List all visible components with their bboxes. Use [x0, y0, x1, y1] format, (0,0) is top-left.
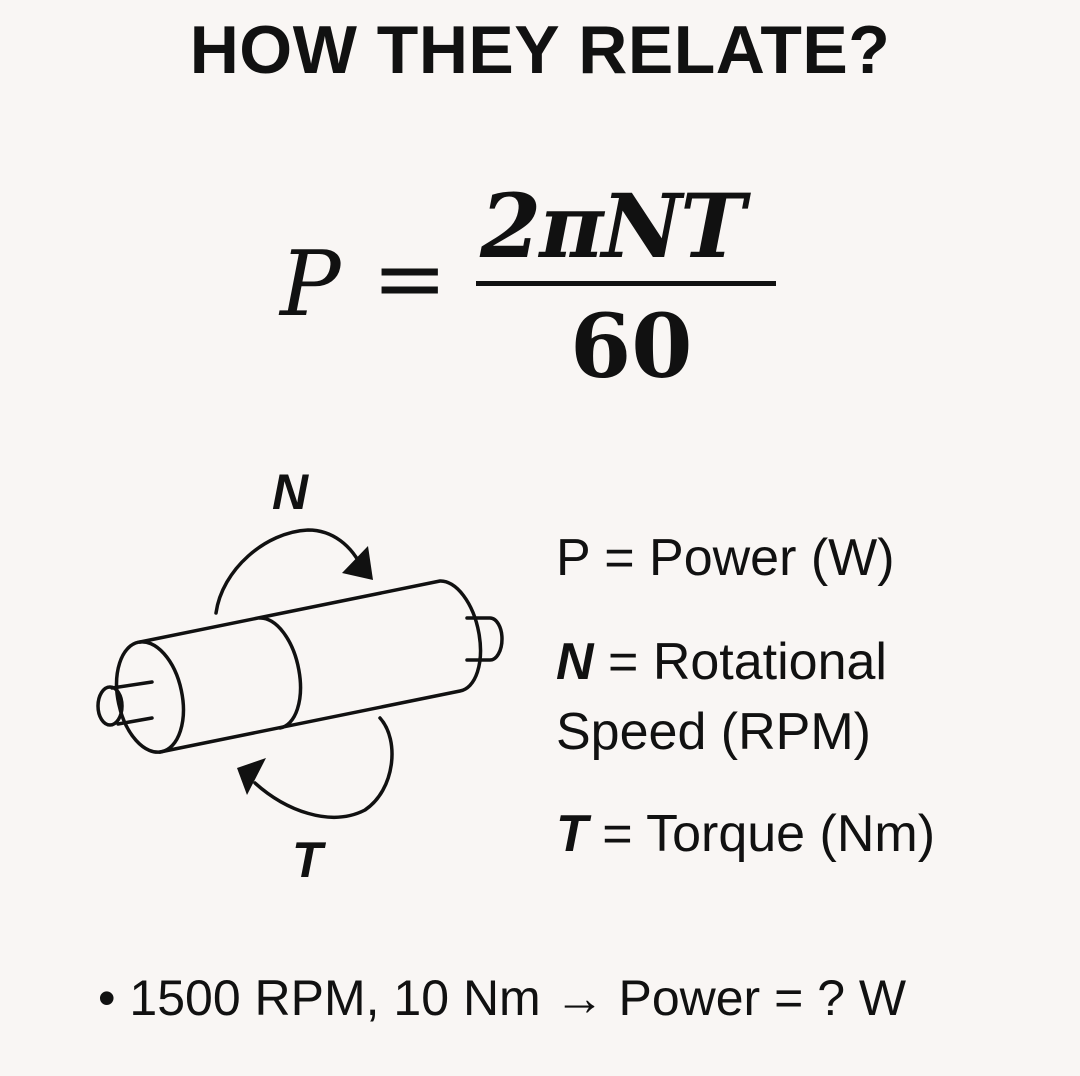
bullet-icon: •	[98, 970, 116, 1026]
shaft-diagram: N T	[80, 450, 520, 895]
shaft-body	[138, 579, 483, 754]
rotating-shaft-illustration	[96, 528, 504, 819]
legend-speed-symbol: N	[556, 633, 594, 691]
legend-speed-line2: Speed (RPM)	[556, 703, 871, 761]
right-stub	[465, 616, 504, 662]
legend-power: P = Power (W)	[556, 526, 895, 590]
example-text: 1500 RPM, 10 Nm → Power = ? W	[129, 970, 907, 1026]
legend-power-symbol: P	[556, 529, 590, 587]
legend-power-text: = Power (W)	[589, 529, 895, 587]
power-formula: P = 2πNT 60	[280, 174, 800, 400]
rotation-arc	[214, 528, 365, 615]
left-end-face	[114, 640, 186, 754]
fraction-bar	[476, 281, 776, 286]
formula-numerator: 2πNT	[480, 174, 746, 278]
torque-label: T	[292, 832, 323, 888]
legend-torque-text: = Torque (Nm)	[587, 805, 936, 863]
legend-speed: N = Rotational	[556, 630, 887, 694]
formula-denominator: 60	[570, 294, 693, 398]
shaft-band	[258, 616, 303, 730]
torque-arc	[253, 716, 394, 819]
left-stub	[110, 680, 154, 726]
rotation-arrowhead	[342, 546, 373, 580]
legend-speed-text: = Rotational	[593, 633, 887, 691]
torque-arrowhead	[237, 758, 266, 795]
legend-torque: T = Torque (Nm)	[556, 802, 935, 866]
rotation-label: N	[272, 464, 309, 520]
example-question: • 1500 RPM, 10 Nm → Power = ? W	[98, 966, 906, 1030]
formula-equals: =	[372, 226, 448, 331]
page-title: HOW THEY RELATE?	[189, 12, 891, 88]
left-stub-end	[96, 685, 124, 727]
formula-lhs: P	[280, 232, 341, 337]
legend-torque-symbol: T	[556, 805, 588, 863]
